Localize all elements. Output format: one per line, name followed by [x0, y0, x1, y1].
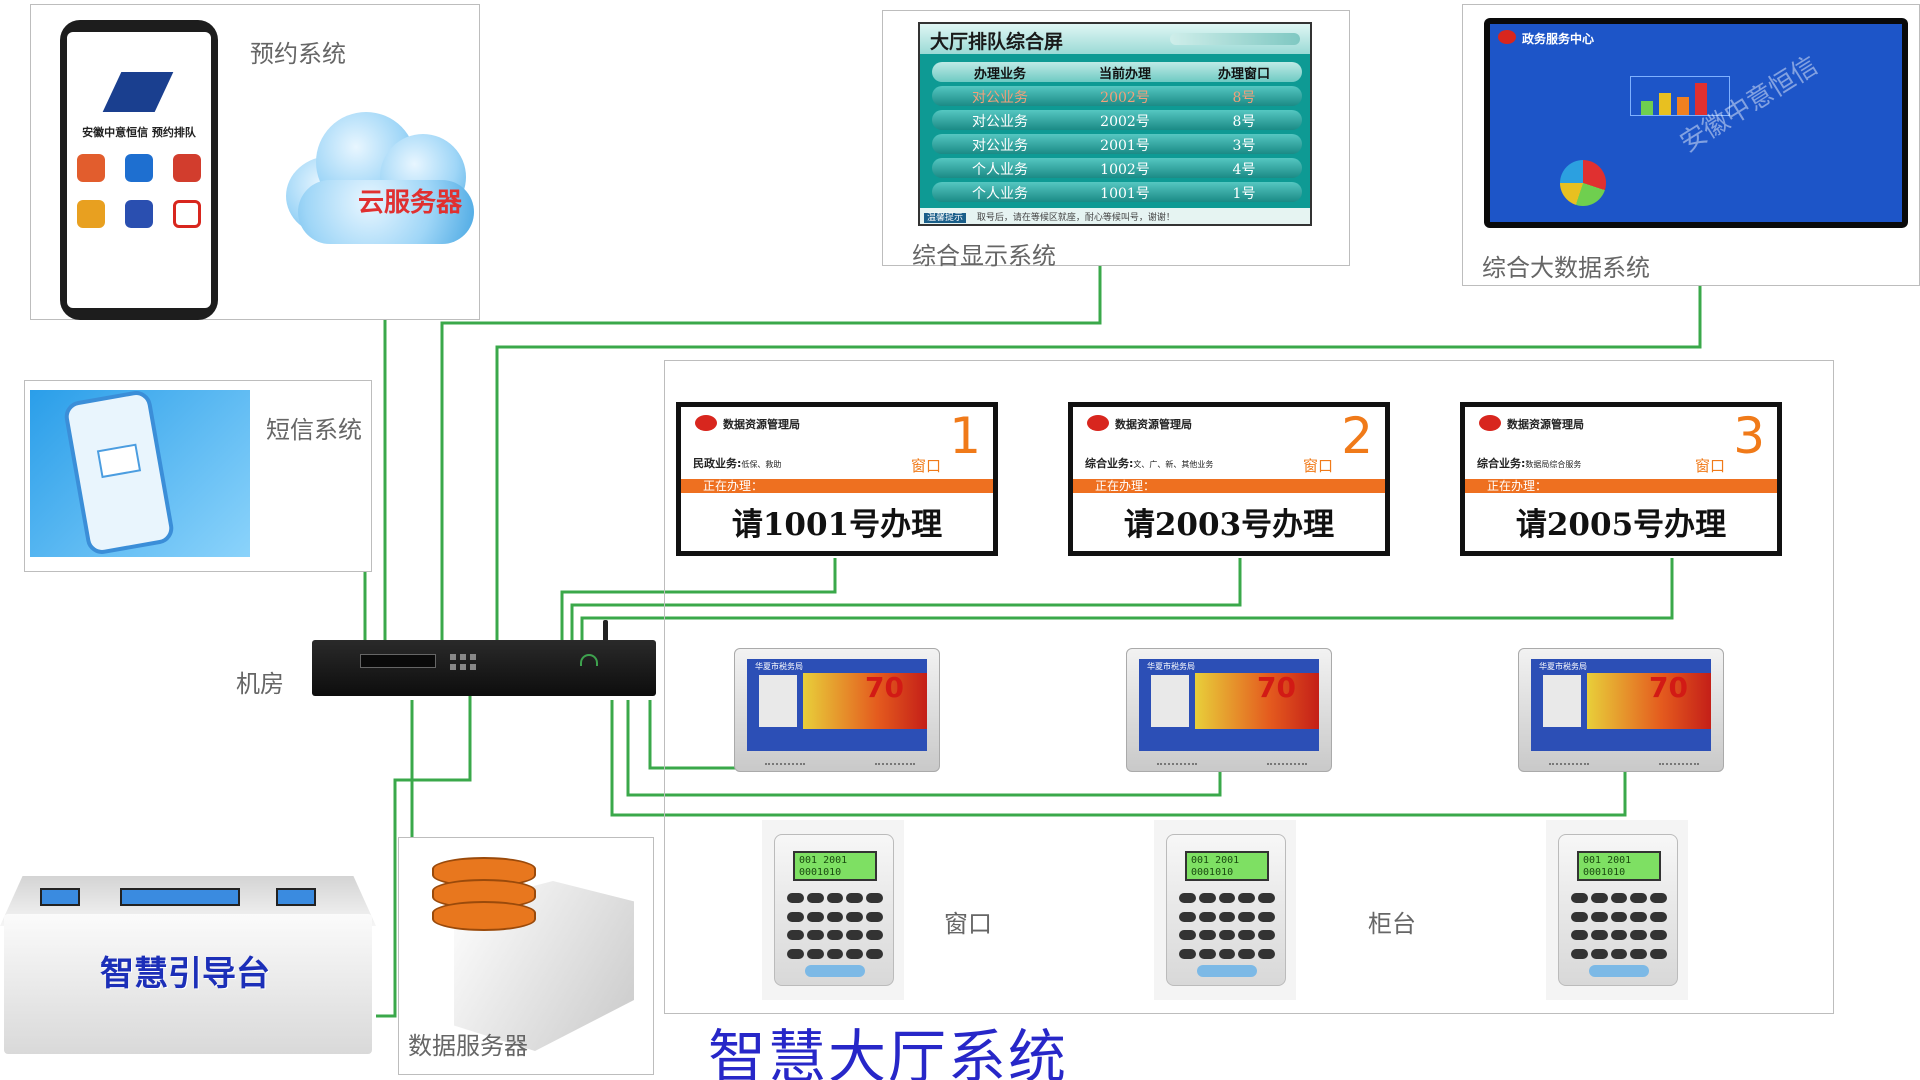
- footer-text: 取号后，请在等候区就座，耐心等候叫号，谢谢！: [976, 213, 1175, 223]
- queue-screen-footer: 温馨提示 取号后，请在等候区就座，耐心等候叫号，谢谢！: [920, 208, 1310, 224]
- social-security-icon: [125, 200, 153, 228]
- keypad-keys: [787, 893, 883, 963]
- general-service-icon: [173, 200, 201, 228]
- diagram-title: 智慧大厅系统: [708, 1023, 1069, 1080]
- banner-image: [803, 673, 927, 729]
- window-number: 1: [949, 407, 981, 465]
- sms-system-label: 短信系统: [266, 416, 362, 444]
- col-business: 办理业务: [973, 67, 1026, 82]
- window-screen-1: 数据资源管理局 1 窗口 民政业务:低保、救助 正在办理： 请1001号办理: [676, 402, 998, 556]
- counter-label: 柜台: [1368, 910, 1416, 938]
- banner-image: [1587, 673, 1711, 729]
- bigdata-dashboard: 政务服务中心 安徽中意恒信: [1490, 24, 1902, 222]
- evaluation-tablet-3: 华夏市税务局 70: [1518, 648, 1724, 772]
- anniversary-icon: 70: [1649, 671, 1688, 704]
- mobile-phone: 安徽中意恒信 预约排队: [60, 20, 218, 320]
- antenna-icon: [603, 620, 608, 646]
- queue-display-screen: 大厅排队综合屏 办理业务 当前办理 办理窗口 对公业务 2002号 8号 对公业…: [918, 22, 1312, 226]
- kiosk-screen: [120, 888, 240, 906]
- sms-illustration: [30, 390, 250, 557]
- window-label: 窗口: [944, 910, 992, 938]
- bar-chart-panel: [1630, 76, 1730, 116]
- display-system-label: 综合显示系统: [912, 242, 1056, 270]
- window-business: 民政业务:低保、救助: [693, 457, 782, 470]
- status-bar: 正在办理：: [681, 479, 993, 493]
- status-bar: 正在办理：: [1073, 479, 1385, 493]
- cloud-server-label: 云服务器: [358, 188, 463, 218]
- evaluation-tablet-2: 华夏市税务局 70: [1126, 648, 1332, 772]
- org-logo-icon: [1087, 415, 1109, 431]
- db-server-label: 数据服务器: [408, 1032, 528, 1060]
- market-icon: [173, 154, 201, 182]
- cloud-server: 云服务器: [268, 96, 488, 246]
- window-word: 窗口: [1302, 457, 1333, 475]
- window-screen-2: 数据资源管理局 2 窗口 综合业务:文、广、新、其他业务 正在办理： 请2003…: [1068, 402, 1390, 556]
- footer-tag: 温馨提示: [924, 213, 967, 223]
- keypad-keys: [1571, 893, 1667, 963]
- window-number: 2: [1341, 407, 1373, 465]
- gov-logo-icon: [1498, 30, 1516, 44]
- bigdata-screen: 政务服务中心 安徽中意恒信: [1484, 18, 1908, 228]
- app-logo-icon: [102, 72, 174, 112]
- queue-row: 个人业务 1001号 1号: [932, 182, 1302, 202]
- evaluation-tablet-1: 华夏市税务局 70: [734, 648, 940, 772]
- queue-screen-title: 大厅排队综合屏: [930, 31, 1064, 53]
- kiosk-label: 智慧引导台: [100, 954, 270, 994]
- queue-screen-header: 大厅排队综合屏: [920, 24, 1310, 54]
- hall-area-panel: [664, 360, 1834, 1014]
- call-text: 请2003号办理: [1123, 507, 1335, 543]
- window-business: 综合业务:数据局综合服务: [1477, 457, 1582, 470]
- db-server: [398, 837, 654, 1075]
- col-window: 办理窗口: [1217, 67, 1270, 82]
- staff-photo: [1151, 675, 1189, 727]
- phone-screen: 安徽中意恒信 预约排队: [67, 32, 211, 308]
- central-controller: [312, 640, 656, 696]
- queue-row: 对公业务 2002号 8号: [932, 86, 1302, 106]
- staff-photo: [759, 675, 797, 727]
- status-bar: 正在办理：: [1465, 479, 1777, 493]
- anniversary-icon: 70: [1257, 671, 1296, 704]
- window-word: 窗口: [1694, 457, 1725, 475]
- police-icon: [77, 200, 105, 228]
- window-business: 综合业务:文、广、新、其他业务: [1085, 457, 1214, 470]
- realty-icon: [125, 154, 153, 182]
- brand-logo-icon: [580, 654, 598, 666]
- bigdata-system-label: 综合大数据系统: [1482, 254, 1650, 282]
- staff-photo: [1543, 675, 1581, 727]
- controller-display: [360, 654, 436, 668]
- window-word: 窗口: [910, 457, 941, 475]
- machine-room-label: 机房: [236, 670, 284, 698]
- col-current: 当前办理: [1098, 67, 1151, 82]
- phone-app-title: 安徽中意恒信 预约排队: [82, 126, 196, 139]
- queue-row: 对公业务 2001号 3号: [932, 134, 1302, 154]
- call-text: 请2005号办理: [1515, 507, 1727, 543]
- queue-column-headers: 办理业务 当前办理 办理窗口: [932, 62, 1302, 82]
- call-text: 请1001号办理: [731, 507, 943, 543]
- tax-icon: [77, 154, 105, 182]
- envelope-icon: [96, 443, 142, 479]
- keypad-keys: [1179, 893, 1275, 963]
- header-bar: [1170, 33, 1300, 45]
- queue-row: 对公业务 2002号 8号: [932, 110, 1302, 130]
- anniversary-icon: 70: [865, 671, 904, 704]
- queue-row: 个人业务 1002号 4号: [932, 158, 1302, 178]
- booking-system-label: 预约系统: [250, 40, 346, 68]
- sms-phone-icon: [62, 390, 176, 557]
- org-logo-icon: [1479, 415, 1501, 431]
- banner-image: [1195, 673, 1319, 729]
- guide-kiosk: 智慧引导台: [0, 876, 376, 1054]
- pie-chart-icon: [1560, 160, 1606, 206]
- bigdata-title: 政务服务中心: [1522, 32, 1595, 46]
- org-logo-icon: [695, 415, 717, 431]
- window-number: 3: [1733, 407, 1765, 465]
- window-screen-3: 数据资源管理局 3 窗口 综合业务:数据局综合服务 正在办理： 请2005号办理: [1460, 402, 1782, 556]
